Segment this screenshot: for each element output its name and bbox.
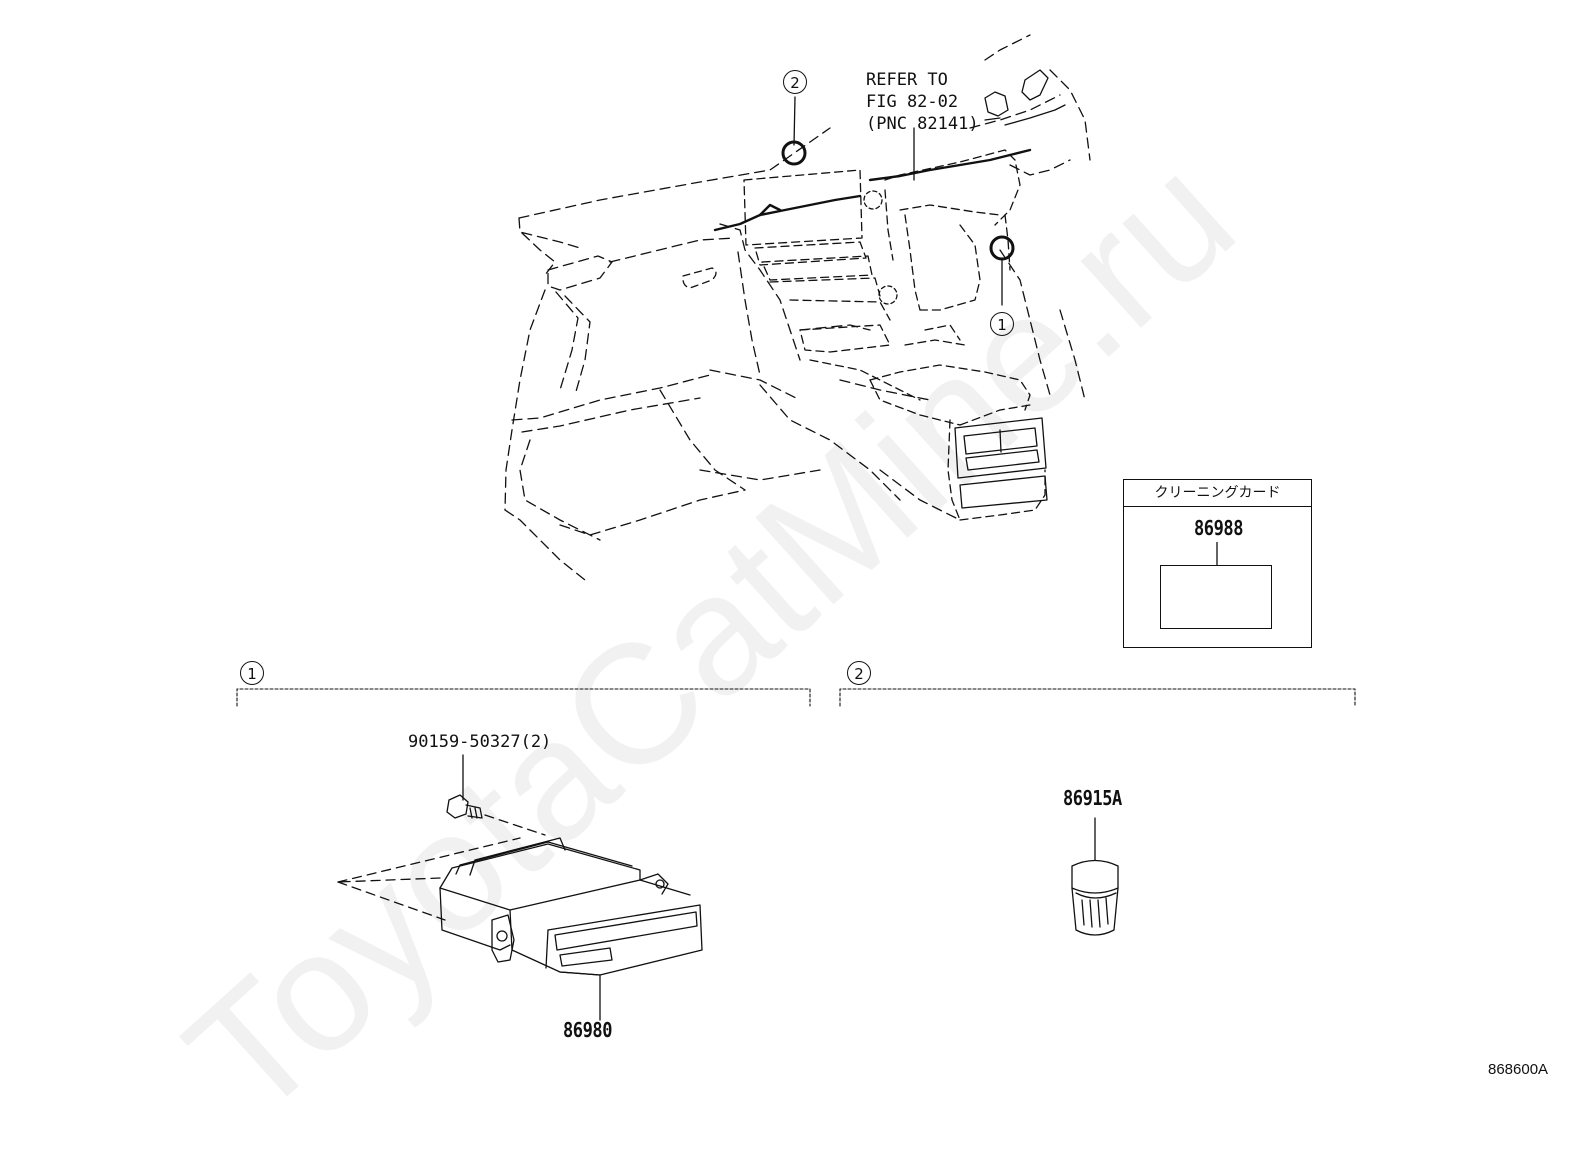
cleaning-card-header: クリーニングカード bbox=[1124, 480, 1311, 507]
marker-1-on-dash bbox=[989, 235, 1015, 261]
center-display-outline bbox=[743, 169, 921, 401]
section-2-bracket bbox=[839, 688, 1356, 707]
cleaning-card-box: クリーニングカード 86988 bbox=[1123, 479, 1312, 648]
meter-cluster-outline bbox=[884, 149, 1021, 311]
section-1-number: 1 bbox=[240, 661, 264, 685]
callout-2-top: 2 bbox=[783, 70, 807, 94]
cleaning-card-illustration bbox=[1160, 565, 1272, 629]
glovebox-handle bbox=[682, 267, 717, 289]
navigation-module-86980 bbox=[439, 837, 703, 1021]
dashboard-outline bbox=[504, 34, 1091, 581]
module-part-number: 86980 bbox=[563, 1018, 613, 1042]
marker-2-on-display bbox=[781, 140, 807, 166]
screw-90159 bbox=[446, 754, 483, 819]
refer-note-line3: (PNC 82141) bbox=[866, 114, 979, 134]
section-1-bracket bbox=[236, 688, 811, 707]
wiring-harness bbox=[713, 148, 1032, 232]
section-2-number: 2 bbox=[847, 661, 871, 685]
steering-wheel-top bbox=[984, 69, 1066, 126]
refer-note-line1: REFER TO bbox=[866, 70, 948, 90]
callout-1-top: 1 bbox=[990, 312, 1014, 336]
leader-lines-top bbox=[793, 96, 1003, 306]
rear-console-vents bbox=[954, 417, 1048, 509]
cleaning-card-leader bbox=[1216, 542, 1218, 565]
cleaning-card-part-number: 86988 bbox=[1194, 516, 1244, 540]
parts-diagram bbox=[236, 34, 1356, 1021]
connector-part-number: 86915A bbox=[1063, 786, 1122, 810]
connector-86915A bbox=[1071, 817, 1119, 936]
center-console-outline bbox=[869, 324, 1046, 521]
refer-note-line2: FIG 82-02 bbox=[866, 92, 959, 112]
screw-part-number: 90159-50327(2) bbox=[408, 732, 552, 752]
figure-code: 868600A bbox=[1488, 1061, 1549, 1078]
mounting-dashed-lines bbox=[337, 814, 546, 921]
